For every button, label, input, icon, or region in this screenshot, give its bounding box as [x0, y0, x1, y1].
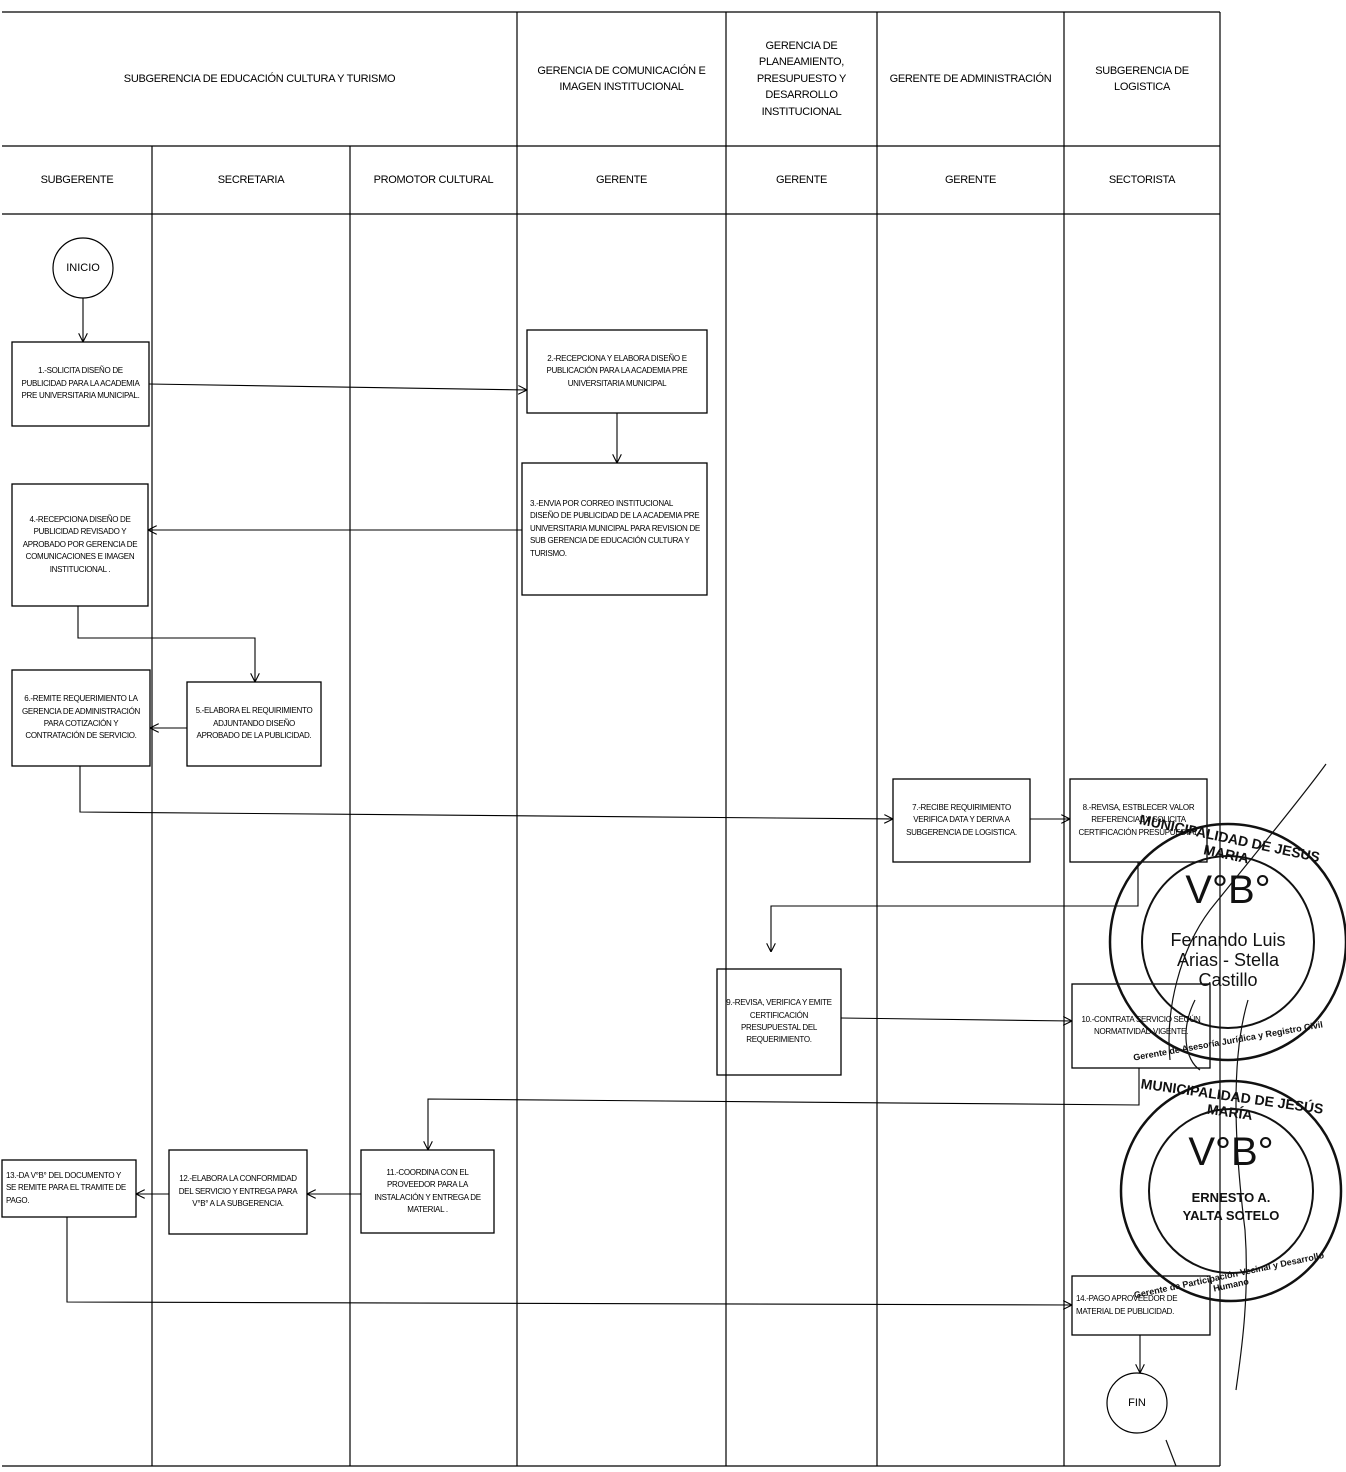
- step-9: 9.-REVISA, VERIFICA Y EMITE CERTIFICACIÓ…: [726, 998, 832, 1045]
- step-13: 13.-DA V°B° DEL DOCUMENTO Y SE REMITE PA…: [6, 1170, 126, 1205]
- header-gerencia-comunicacion: GERENCIA DE COMUNICACIÓN E IMAGEN INSTIT…: [537, 64, 706, 94]
- stamp-2-name-2: YALTA SOTELO: [1182, 1208, 1280, 1223]
- step-8: 8.-REVISA, ESTBLECER VALOR REFERENCIAL Y…: [1078, 802, 1199, 837]
- step-6: 6.-REMITE REQUERIMIENTO LA GERENCIA DE A…: [22, 694, 140, 741]
- stamp-1-name-3: Castillo: [1198, 970, 1258, 990]
- stamp-2-seal: [1119, 1079, 1343, 1303]
- step-14: 14.-PAGO APROVEEDOR DE MATERIAL DE PUBLI…: [1076, 1294, 1178, 1316]
- role-sectorista: SECTORISTA: [1108, 173, 1176, 186]
- role-subgerente: SUBGERENTE: [40, 173, 114, 186]
- step-10: 10.-CONTRATA SERVICIO SEGÚN NORMATIVIDAD…: [1081, 1014, 1201, 1036]
- stamp-2-name-1: ERNESTO A.: [1191, 1190, 1271, 1205]
- end-terminal: FIN: [1128, 1397, 1146, 1409]
- step-4: 4.-RECEPCIONA DISEÑO DE PUBLICIDAD REVIS…: [22, 515, 138, 574]
- header-gerente-administracion: GERENTE DE ADMINISTRACIÓN: [889, 72, 1052, 85]
- connector-arrows: [66, 298, 1140, 1373]
- step-2: 2.-RECEPCIONA Y ELABORA DISEÑO E PUBLICA…: [546, 353, 688, 388]
- role-gerente-comunicacion: GERENTE: [595, 173, 648, 186]
- stamp-1-name-2: Arias - Stella: [1176, 950, 1280, 970]
- stamp-1-name-1: Fernando Luis: [1170, 930, 1286, 950]
- step-1: 1.-SOLICITA DISEÑO DE PUBLICIDAD PARA LA…: [21, 366, 140, 401]
- step-3: 3.-ENVIA POR CORREO INSTITUCIONAL DISEÑO…: [530, 499, 700, 558]
- header-subgerencia-logistica: SUBGERENCIA DE LOGISTICA: [1095, 64, 1189, 94]
- start-terminal: INICIO: [66, 262, 100, 274]
- stamp-1-vb: V°B°: [1185, 868, 1271, 912]
- step-5: 5.-ELABORA EL REQUIRIMIENTO ADJUNTANDO D…: [195, 706, 313, 741]
- role-secretaria: SECRETARIA: [217, 173, 285, 186]
- role-gerente-administracion: GERENTE: [944, 173, 997, 186]
- step-7: 7.-RECIBE REQUIRIMIENTO VERIFICA DATA Y …: [906, 802, 1017, 837]
- swimlane-grid: [2, 11, 1221, 1467]
- role-gerente-planeamiento: GERENTE: [775, 173, 828, 186]
- stamp-1-seal: [1108, 822, 1346, 1062]
- header-gerencia-planeamiento: GERENCIA DE PLANEAMIENTO, PRESUPUESTO Y …: [756, 39, 847, 118]
- step-12: 12.-ELABORA LA CONFORMIDAD DEL SERVICIO …: [178, 1174, 298, 1209]
- role-promotor-cultural: PROMOTOR CULTURAL: [373, 173, 494, 186]
- header-subgerencia-educacion: SUBGERENCIA DE EDUCACIÓN CULTURA Y TURIS…: [123, 72, 396, 85]
- step-11: 11.-COORDINA CON EL PROVEEDOR PARA LA IN…: [374, 1167, 481, 1214]
- signature-marks: [1165, 763, 1327, 1467]
- stamp-2-vb: V°B°: [1188, 1130, 1274, 1174]
- end-terminal-shape: [1106, 1372, 1168, 1434]
